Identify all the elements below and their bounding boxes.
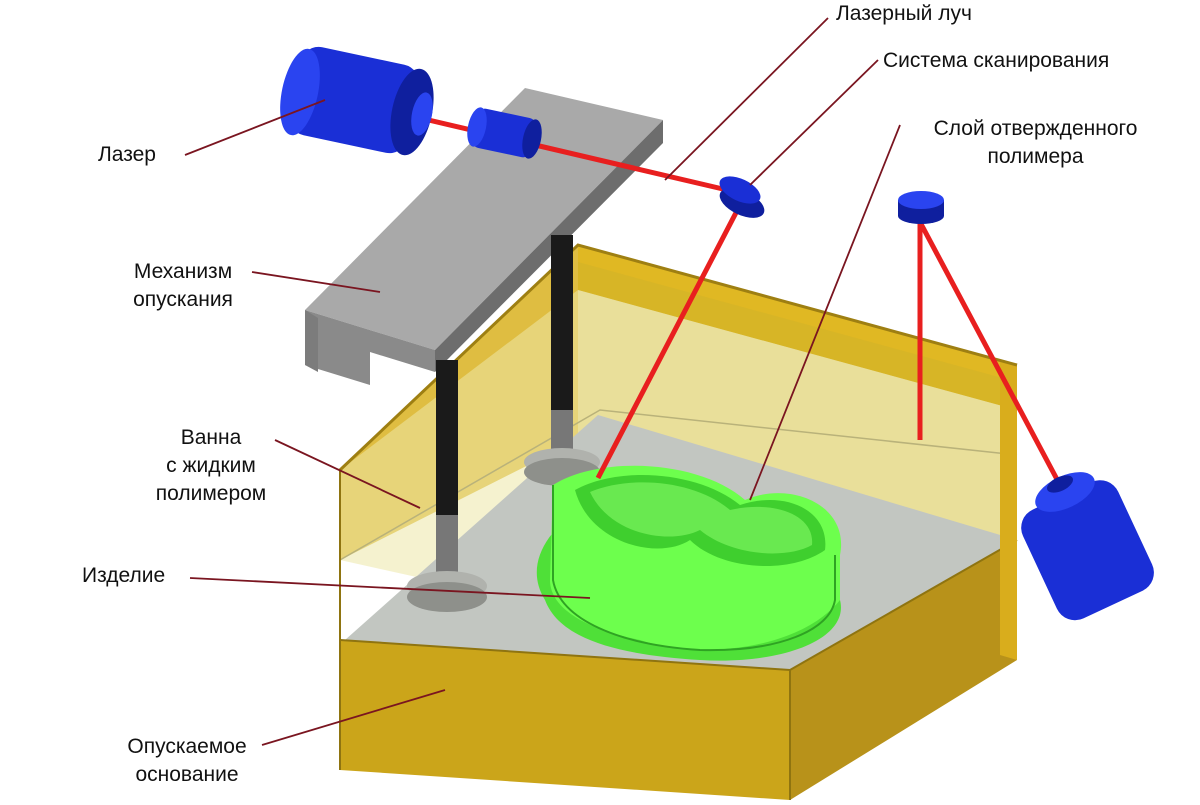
label-vat-line3: полимером xyxy=(155,482,267,505)
label-laser-beam: Лазерный луч xyxy=(836,2,972,25)
leader-lines xyxy=(184,17,901,746)
label-laser: Лазер xyxy=(98,143,156,166)
label-platform-line1: Опускаемое xyxy=(127,735,247,758)
lens-unit xyxy=(467,107,542,159)
label-platform-line2: основание xyxy=(135,763,239,786)
label-cured-layer-line1: Слой отвержденного xyxy=(933,117,1138,140)
label-scanning-system: Система сканирования xyxy=(883,49,1110,72)
resin-surface xyxy=(339,409,1018,561)
label-part: Изделие xyxy=(82,564,166,587)
arm-front xyxy=(305,310,435,385)
laser xyxy=(280,46,434,156)
label-lowering-line2: опускания xyxy=(133,288,233,311)
scanning-mirror xyxy=(719,176,765,218)
vat-right-wall xyxy=(1000,360,1017,660)
laser-right xyxy=(1021,472,1154,621)
label-cured-layer-line2: полимера xyxy=(987,145,1084,168)
label-lowering-line1: Механизм xyxy=(133,260,233,283)
arm-side xyxy=(435,120,663,372)
label-vat-line2: с жидким xyxy=(166,454,256,477)
part-object xyxy=(536,465,842,661)
label-vat-line1: Ванна xyxy=(180,426,242,449)
scanner-right xyxy=(898,191,944,224)
vat-front-base xyxy=(340,640,790,800)
vat-right-base xyxy=(790,540,1017,800)
laser-beam xyxy=(419,115,1063,487)
rod-back xyxy=(551,235,573,455)
